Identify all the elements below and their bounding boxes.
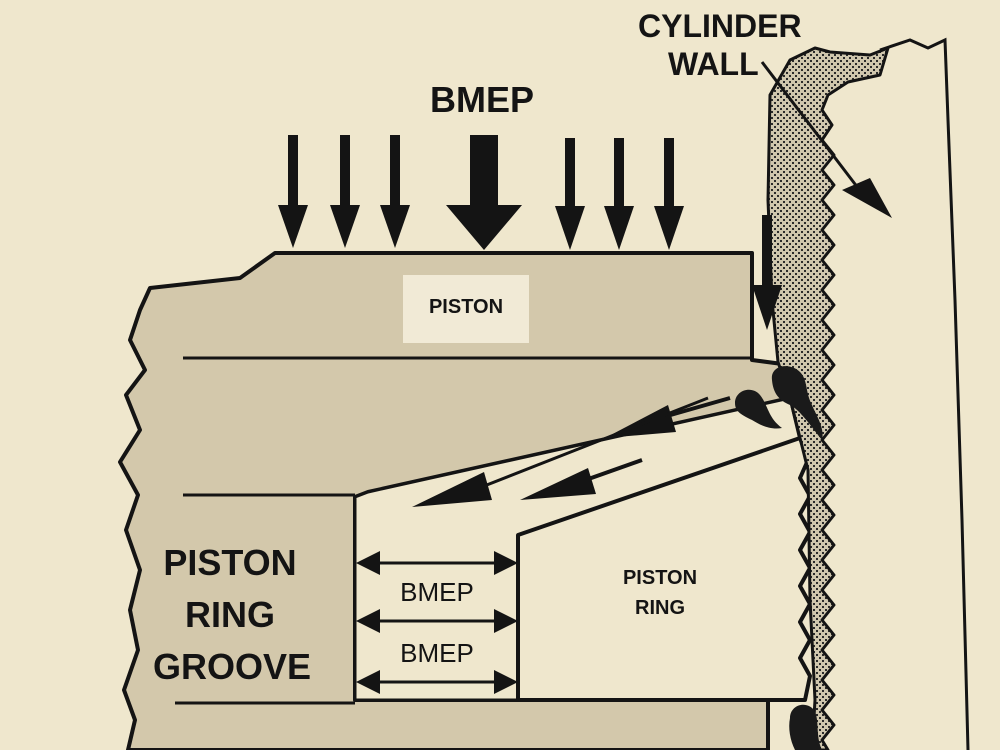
groove-label-line2: RING: [185, 594, 275, 635]
groove-bmep-arrows: [356, 551, 518, 694]
bmep-arrow-large: [446, 135, 522, 250]
oil-droplet: [735, 389, 782, 429]
double-arrow: [356, 551, 518, 575]
piston-label: PISTON: [428, 296, 504, 318]
ring-label-line2: RING: [635, 597, 685, 619]
oil-droplets: [735, 366, 823, 750]
bmep-arrow-small: [330, 135, 360, 248]
cylinder-wall-label-line1: CYLINDER: [638, 8, 802, 44]
bmep-arrow-small: [555, 138, 585, 250]
blowby-flow-arrows: [412, 396, 731, 507]
cylinder-wall-leader: [760, 61, 892, 218]
bmep-arrow-small: [380, 135, 410, 248]
gas-flow-down-arrow: [752, 215, 782, 330]
double-arrow: [356, 609, 518, 633]
groove-label-line3: GROOVE: [152, 646, 312, 687]
bmep-pressure-arrows: [278, 135, 684, 250]
bmep-arrow-small: [604, 138, 634, 250]
groove-bmep-label-2: BMEP: [400, 638, 474, 668]
oil-droplet: [789, 704, 822, 750]
double-arrow: [356, 670, 518, 694]
cylinder-wall-label-line2: WALL: [668, 46, 759, 82]
bmep-top-label: BMEP: [430, 79, 535, 120]
bmep-arrow-small: [278, 135, 308, 248]
groove-bmep-label-1: BMEP: [400, 577, 474, 607]
groove-label-line1: PISTON: [163, 542, 297, 583]
ring-label-line1: PISTON: [622, 567, 698, 589]
piston-label-box: [403, 275, 529, 343]
cylinder-outer-edge: [879, 37, 970, 750]
oil-droplet: [771, 366, 823, 440]
bmep-arrow-small: [654, 138, 684, 250]
piston-ring-shape: [516, 436, 812, 702]
